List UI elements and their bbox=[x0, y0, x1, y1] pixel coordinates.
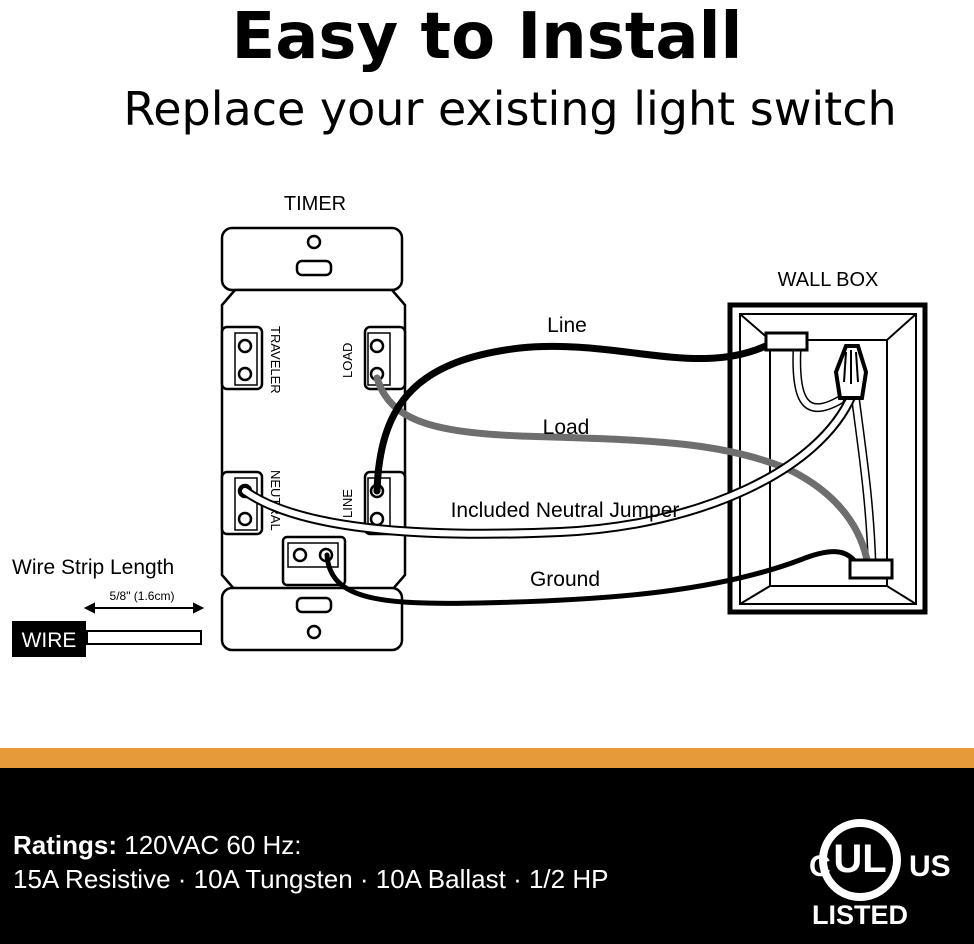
terminal-line-label: LINE bbox=[340, 489, 355, 518]
line-connector bbox=[764, 331, 809, 352]
terminal-traveler-label: TRAVELER bbox=[268, 326, 283, 394]
strip-length-value: 5/8" (1.6cm) bbox=[110, 589, 175, 603]
ratings-line1: 120VAC 60 Hz: bbox=[124, 830, 302, 860]
load-wire bbox=[373, 374, 872, 569]
wire-nut-icon bbox=[833, 344, 869, 400]
cert-c: C bbox=[809, 850, 831, 883]
page-title: Easy to Install bbox=[231, 0, 743, 74]
wire-label-box bbox=[12, 621, 86, 657]
neutral-jumper-wire bbox=[242, 392, 855, 537]
neutral-jumper-label: Included Neutral Jumper bbox=[451, 499, 680, 522]
ratings-label: Ratings: bbox=[13, 830, 117, 860]
terminal-load-label: LOAD bbox=[340, 343, 355, 378]
stripped-wire bbox=[86, 630, 202, 645]
cert-us: US bbox=[909, 850, 951, 883]
ground-wire bbox=[324, 549, 861, 606]
wire-label: WIRE bbox=[22, 629, 77, 652]
accent-band bbox=[0, 748, 974, 768]
page-subtitle: Replace your existing light switch bbox=[123, 82, 897, 136]
timer-label: TIMER bbox=[284, 193, 346, 215]
timer-device bbox=[220, 226, 407, 652]
cert-listed: LISTED bbox=[812, 900, 908, 930]
ground-connector bbox=[848, 558, 894, 580]
wiring-diagram: TIMER TRAVELER LOAD NEUTRAL LINE WALL BO… bbox=[12, 193, 928, 657]
cert-ul: UL bbox=[833, 837, 886, 881]
footer bbox=[0, 768, 974, 944]
terminal-neutral-label: NEUTRAL bbox=[268, 470, 283, 531]
wall-box-label: WALL BOX bbox=[778, 269, 879, 291]
load-wire-label: Load bbox=[543, 416, 590, 439]
ratings-line2: 15A Resistive · 10A Tungsten · 10A Balla… bbox=[13, 864, 609, 894]
strip-length-title: Wire Strip Length bbox=[12, 556, 174, 579]
double-arrow-icon bbox=[83, 602, 205, 614]
ul-listed-logo: C UL US LISTED bbox=[809, 819, 951, 930]
ground-wire-label: Ground bbox=[530, 568, 600, 591]
line-wire-label: Line bbox=[547, 314, 587, 337]
line-wire bbox=[373, 339, 776, 495]
ratings: Ratings: 120VAC 60 Hz: 15A Resistive · 1… bbox=[13, 828, 608, 896]
